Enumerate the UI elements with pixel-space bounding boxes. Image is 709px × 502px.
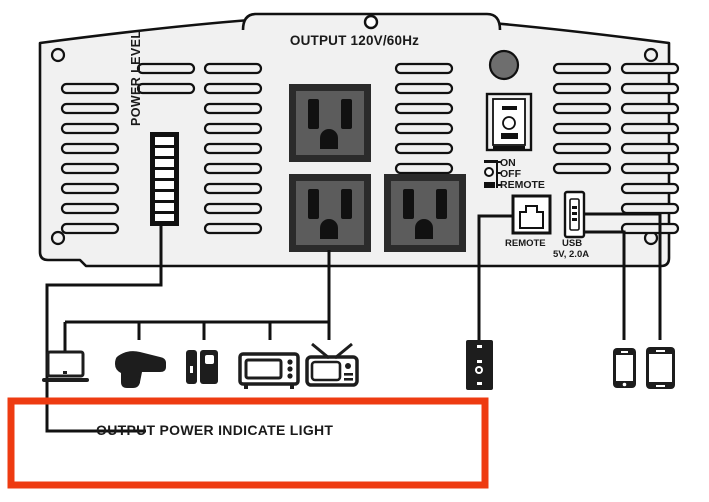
- screw-bottom-left: [50, 230, 66, 246]
- switch-label-off: OFF: [500, 168, 521, 180]
- outlet-bottom-right[interactable]: [384, 174, 466, 252]
- switch-position-marks: [484, 160, 502, 188]
- outlet-top[interactable]: [289, 84, 371, 162]
- microwave-icon: [238, 352, 300, 389]
- remote-port-label: REMOTE: [505, 238, 546, 249]
- device-icons: [42, 340, 675, 390]
- leader-lines: [45, 212, 662, 433]
- tablet-icon: [646, 347, 675, 389]
- refrigerator-icon: [186, 350, 218, 384]
- round-knob[interactable]: [488, 49, 520, 81]
- tv-icon: [305, 342, 359, 387]
- laptop-icon: [42, 350, 89, 382]
- callout-box: [7, 397, 489, 489]
- output-title: OUTPUT 120V/60Hz: [289, 33, 420, 48]
- switch-label-remote: REMOTE: [500, 179, 545, 191]
- drill-icon: [115, 351, 166, 388]
- usb-port[interactable]: [563, 190, 586, 239]
- usb-rating-label: 5V, 2.0A: [553, 249, 590, 260]
- wall-remote-icon: [466, 340, 493, 390]
- mounting-hole-top: [363, 14, 379, 30]
- outlet-bottom-left[interactable]: [289, 174, 371, 252]
- remote-jack[interactable]: [511, 194, 552, 235]
- usb-port-label: USB: [562, 238, 583, 249]
- screw-top-left: [50, 47, 66, 63]
- smartphone-icon: [613, 348, 636, 388]
- power-level-label: POWER LEVEL: [129, 30, 143, 126]
- callout-text: OUTPUT POWER INDICATE LIGHT: [96, 422, 334, 438]
- screw-top-right: [643, 47, 659, 63]
- power-level-indicator: [150, 132, 179, 226]
- switch-label-on: ON: [500, 157, 516, 169]
- power-rocker-switch[interactable]: [485, 92, 533, 152]
